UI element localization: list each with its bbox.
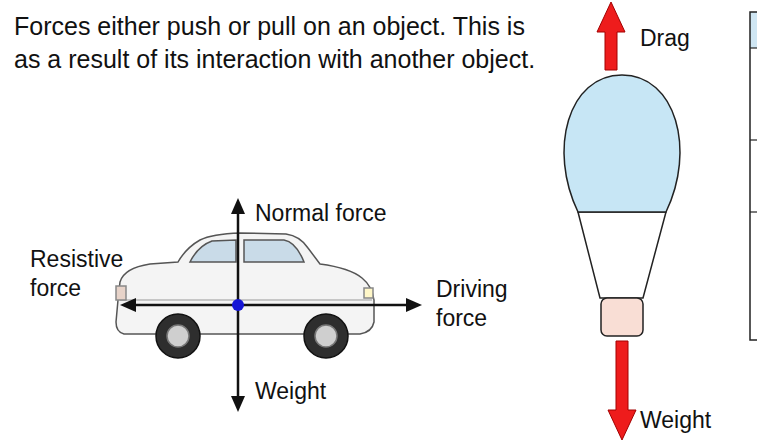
car-illustration (116, 233, 374, 358)
force-label: Weight (640, 406, 740, 435)
force-label: Weight (255, 377, 375, 406)
red-force-arrows (597, 2, 636, 440)
force-arrows (120, 198, 422, 412)
intro-text: Forces either push or pull on an object.… (14, 10, 549, 75)
balloon-illustration (564, 75, 680, 336)
force-label: Normal force (255, 199, 455, 228)
force-label: Drag (640, 24, 730, 53)
force-label: Driving force (436, 275, 546, 333)
force-label: Resistive force (30, 245, 150, 303)
table-edge (750, 12, 757, 340)
